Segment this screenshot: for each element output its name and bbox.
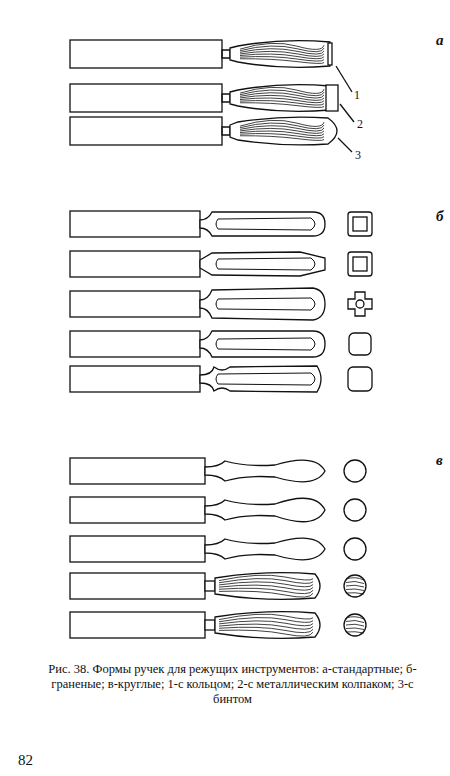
chisel-stroke xyxy=(348,252,372,276)
chisel-stroke xyxy=(240,128,324,133)
chisel-stroke xyxy=(346,585,364,587)
chisel-stroke xyxy=(70,497,205,523)
chisel-stroke xyxy=(70,612,205,638)
chisel-stroke xyxy=(356,300,364,308)
chisel-stroke xyxy=(70,117,222,145)
chisel-stroke xyxy=(70,573,205,599)
chisel-stroke xyxy=(70,291,200,317)
chisel-stroke xyxy=(216,258,315,270)
chisel-stroke xyxy=(219,579,313,584)
chisel-stroke xyxy=(344,538,366,560)
chisel-stroke xyxy=(70,366,200,392)
chisel-stroke xyxy=(346,632,364,633)
chisel-stroke xyxy=(344,614,366,636)
chisel-stroke xyxy=(205,498,325,522)
chisel-stroke xyxy=(346,581,364,583)
chisel-stroke xyxy=(215,573,320,600)
chisel-stroke xyxy=(70,458,205,484)
callout-number: 2 xyxy=(357,117,363,132)
chisel-stroke xyxy=(340,104,354,122)
chisel-stroke xyxy=(344,460,366,482)
chisel-stroke xyxy=(348,212,372,236)
chisel-stroke xyxy=(240,59,324,64)
chisel-stroke xyxy=(240,51,324,56)
chisel-stroke xyxy=(200,331,325,357)
chisel-stroke xyxy=(326,85,338,111)
chisel-stroke xyxy=(200,252,325,276)
group-letter: б xyxy=(436,208,444,225)
chisel-stroke xyxy=(219,575,313,580)
chisel-stroke xyxy=(222,94,230,102)
chisel-stroke xyxy=(346,628,364,630)
chisel-stroke xyxy=(353,257,367,271)
chisel-stroke xyxy=(348,292,372,316)
callout-number: 3 xyxy=(355,148,361,163)
chisel-stroke xyxy=(70,331,200,357)
chisel-stroke xyxy=(200,212,325,236)
chisel-stroke xyxy=(200,366,321,392)
chisel-stroke xyxy=(222,50,230,58)
chisel-stroke xyxy=(328,43,332,65)
chisel-stroke xyxy=(240,93,324,98)
chisel-stroke xyxy=(346,578,364,580)
page-number: 82 xyxy=(18,752,33,769)
chisel-stroke xyxy=(216,338,315,350)
chisel-stroke xyxy=(240,95,324,100)
chisel-stroke xyxy=(200,288,325,320)
chisel-stroke xyxy=(346,617,364,619)
chisel-stroke xyxy=(346,624,364,626)
chisel-stroke xyxy=(219,630,313,636)
chisel-stroke xyxy=(240,136,324,141)
chisel-stroke xyxy=(230,85,330,112)
chisel-stroke xyxy=(336,66,352,92)
chisel-stroke xyxy=(344,575,366,597)
chisel-stroke xyxy=(70,84,222,112)
chisel-stroke xyxy=(346,620,364,622)
chisel-stroke xyxy=(70,40,222,68)
chisel-stroke xyxy=(219,591,313,597)
chisel-stroke xyxy=(346,593,364,594)
figure-caption: Рис. 38. Формы ручек для режущих инструм… xyxy=(40,662,425,707)
chisel-stroke xyxy=(219,585,313,590)
chisel-stroke xyxy=(70,536,205,562)
chisel-stroke xyxy=(215,612,320,639)
chisel-stroke xyxy=(205,460,325,482)
chisel-stroke xyxy=(205,581,215,591)
chisel-stroke xyxy=(216,218,315,230)
chisel-stroke xyxy=(219,624,313,629)
chisel-stroke xyxy=(349,333,371,355)
chisel-stroke xyxy=(353,217,367,231)
chisel-stroke xyxy=(216,373,315,385)
chisel-stroke xyxy=(344,499,366,521)
chisel-stroke xyxy=(216,298,315,310)
chisel-stroke xyxy=(338,138,352,152)
chisel-stroke xyxy=(205,538,325,560)
chisel-stroke xyxy=(219,618,313,623)
chisel-stroke xyxy=(346,589,364,591)
chisel-stroke xyxy=(348,367,372,391)
chisel-stroke xyxy=(70,211,200,237)
chisel-stroke xyxy=(219,614,313,619)
chisel-stroke xyxy=(240,126,324,131)
group-letter: а xyxy=(436,32,444,49)
chisel-stroke xyxy=(240,49,324,54)
chisel-stroke xyxy=(230,117,337,145)
chisel-stroke xyxy=(222,127,230,135)
chisel-stroke xyxy=(70,251,200,277)
chisel-stroke xyxy=(240,103,324,108)
chisel-stroke xyxy=(230,41,330,68)
chisel-stroke xyxy=(205,620,215,630)
group-letter: в xyxy=(436,452,443,469)
callout-number: 1 xyxy=(354,88,360,103)
